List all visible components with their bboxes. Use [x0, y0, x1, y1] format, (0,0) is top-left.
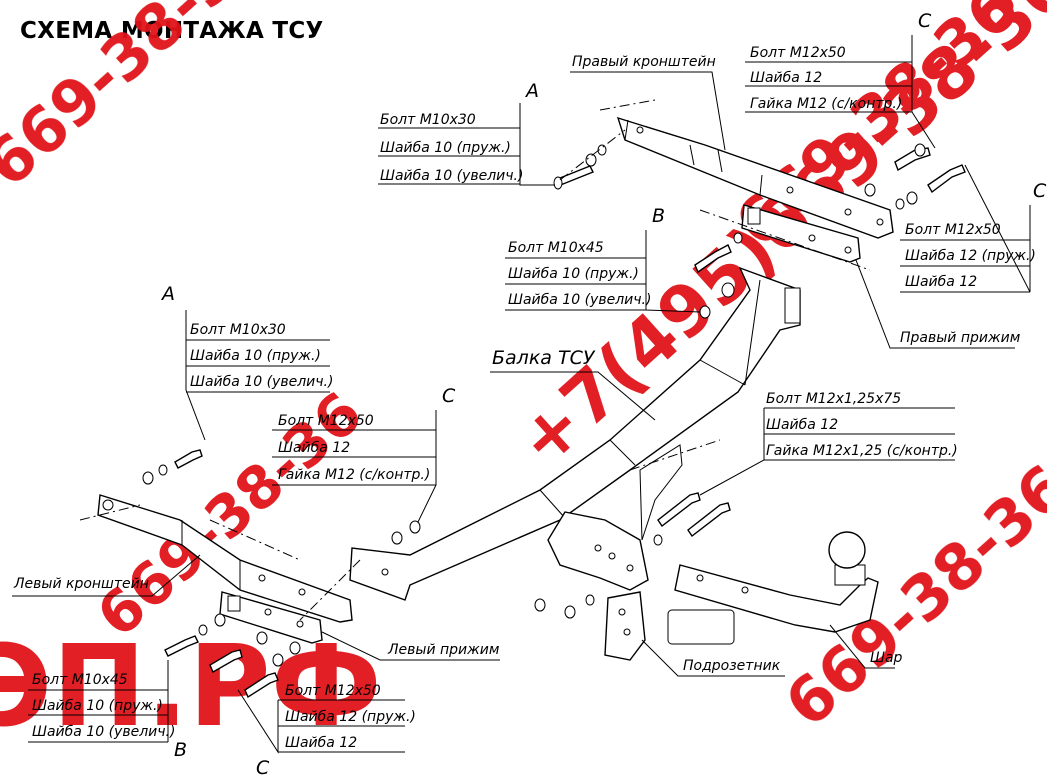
page-title: СХЕМА МОНТАЖА ТСУ [20, 18, 324, 44]
watermark: 669-38-36 +7(495)669-38-36 669-38-36 669… [0, 0, 1047, 752]
group-letter: C [918, 10, 932, 32]
label-group-c-mid: C Болт М12х50 Шайба 12 Гайка М12 (с/конт… [272, 385, 456, 523]
label-ball: Шар [829, 624, 903, 669]
tow-beam [349, 266, 801, 601]
group-line-2: Шайба 10 (пруж.) [32, 698, 163, 714]
left-bracket [79, 494, 353, 623]
group-line-1: Болт М12х50 [750, 45, 846, 61]
group-letter: B [174, 739, 187, 761]
group-letter: A [160, 283, 175, 305]
part-label-right-bracket: Правый кронштейн [572, 54, 716, 70]
label-group-b-top: B Болт М10х45 Шайба 10 (пруж.) Шайба 10 … [505, 205, 701, 313]
part-label-left-bracket: Левый кронштейн [13, 576, 149, 592]
watermark-phone-bottom-right: 669-38-36 [771, 450, 1047, 741]
ball-mount [674, 531, 879, 633]
watermark-phone-top-left: 669-38-36 [0, 0, 283, 201]
group-line-1: Болт М10х30 [380, 112, 476, 128]
group-line-3: Шайба 10 (увелич.) [32, 724, 175, 740]
left-clamp [219, 559, 361, 644]
group-line-2: Шайба 10 (пруж.) [508, 266, 639, 282]
label-right-bracket: Правый кронштейн [570, 54, 726, 151]
group-letter: C [442, 385, 456, 407]
group-line-2: Шайба 12 [278, 440, 350, 456]
fasteners [142, 129, 966, 699]
label-left-clamp: Левый прижим [321, 631, 500, 661]
group-line-2: Шайба 10 (пруж.) [190, 348, 321, 364]
label-group-c-bottom: C Болт М12х50 Шайба 12 (пруж.) Шайба 12 [237, 683, 416, 779]
group-line-2: Шайба 12 [750, 70, 822, 86]
group-line-3: Шайба 10 (увелич.) [190, 374, 333, 390]
label-group-c-right: C Болт М12х50 Шайба 12 (пруж.) Шайба 12 [900, 164, 1047, 293]
group-line-1: Болт М12х1,25х75 [766, 391, 901, 407]
group-line-1: Болт М12х50 [285, 683, 381, 699]
group-letter: B [652, 205, 665, 227]
label-group-m12x125: Болт М12х1,25х75 Шайба 12 Гайка М12х1,25… [699, 391, 958, 496]
label-right-clamp: Правый прижим [855, 259, 1021, 349]
group-line-2: Шайба 12 (пруж.) [285, 709, 416, 725]
group-line-1: Болт М12х50 [278, 413, 374, 429]
group-line-2: Шайба 10 (пруж.) [380, 140, 511, 156]
right-clamp [699, 204, 871, 271]
label-group-b-bottom: B Болт М10х45 Шайба 10 (пруж.) Шайба 10 … [28, 660, 187, 761]
group-line-2: Шайба 12 (пруж.) [905, 248, 1036, 264]
group-letter: A [524, 80, 539, 102]
label-socket-holder: Подрозетник [641, 639, 785, 677]
label-group-a-left: A Болт М10х30 Шайба 10 (пруж.) Шайба 10 … [160, 283, 333, 441]
group-line-3: Гайка М12 (с/контр.) [278, 467, 430, 483]
group-line-3: Гайка М12 (с/контр.) [750, 96, 902, 112]
label-group-c-top-right: C Болт М12х50 Шайба 12 Гайка М12 (с/конт… [745, 10, 936, 149]
part-label-beam: Балка ТСУ [492, 347, 596, 369]
socket-holder [604, 591, 646, 661]
placeholder-box [667, 609, 735, 645]
group-line-3: Шайба 12 [285, 735, 357, 751]
group-letter: C [1033, 180, 1047, 202]
group-line-1: Болт М12х50 [905, 222, 1001, 238]
part-label-socket-holder: Подрозетник [683, 658, 781, 674]
group-line-3: Шайба 10 (увелич.) [380, 168, 523, 184]
label-left-bracket: Левый кронштейн [12, 554, 201, 597]
label-group-a-top: A Болт М10х30 Шайба 10 (пруж.) Шайба 10 … [378, 80, 555, 186]
group-line-1: Болт М10х45 [32, 672, 128, 688]
group-line-3: Шайба 10 (увелич.) [508, 292, 651, 308]
group-line-2: Шайба 12 [766, 417, 838, 433]
group-line-1: Болт М10х45 [508, 240, 604, 256]
right-bracket [599, 99, 894, 239]
part-label-right-clamp: Правый прижим [900, 330, 1021, 346]
group-line-3: Шайба 12 [905, 274, 977, 290]
group-line-3: Гайка М12х1,25 (с/контр.) [766, 443, 958, 459]
group-line-1: Болт М10х30 [190, 322, 286, 338]
part-label-left-clamp: Левый прижим [387, 642, 500, 658]
group-letter: C [256, 757, 270, 779]
part-label-ball: Шар [870, 650, 903, 666]
label-beam: Балка ТСУ [490, 347, 656, 421]
